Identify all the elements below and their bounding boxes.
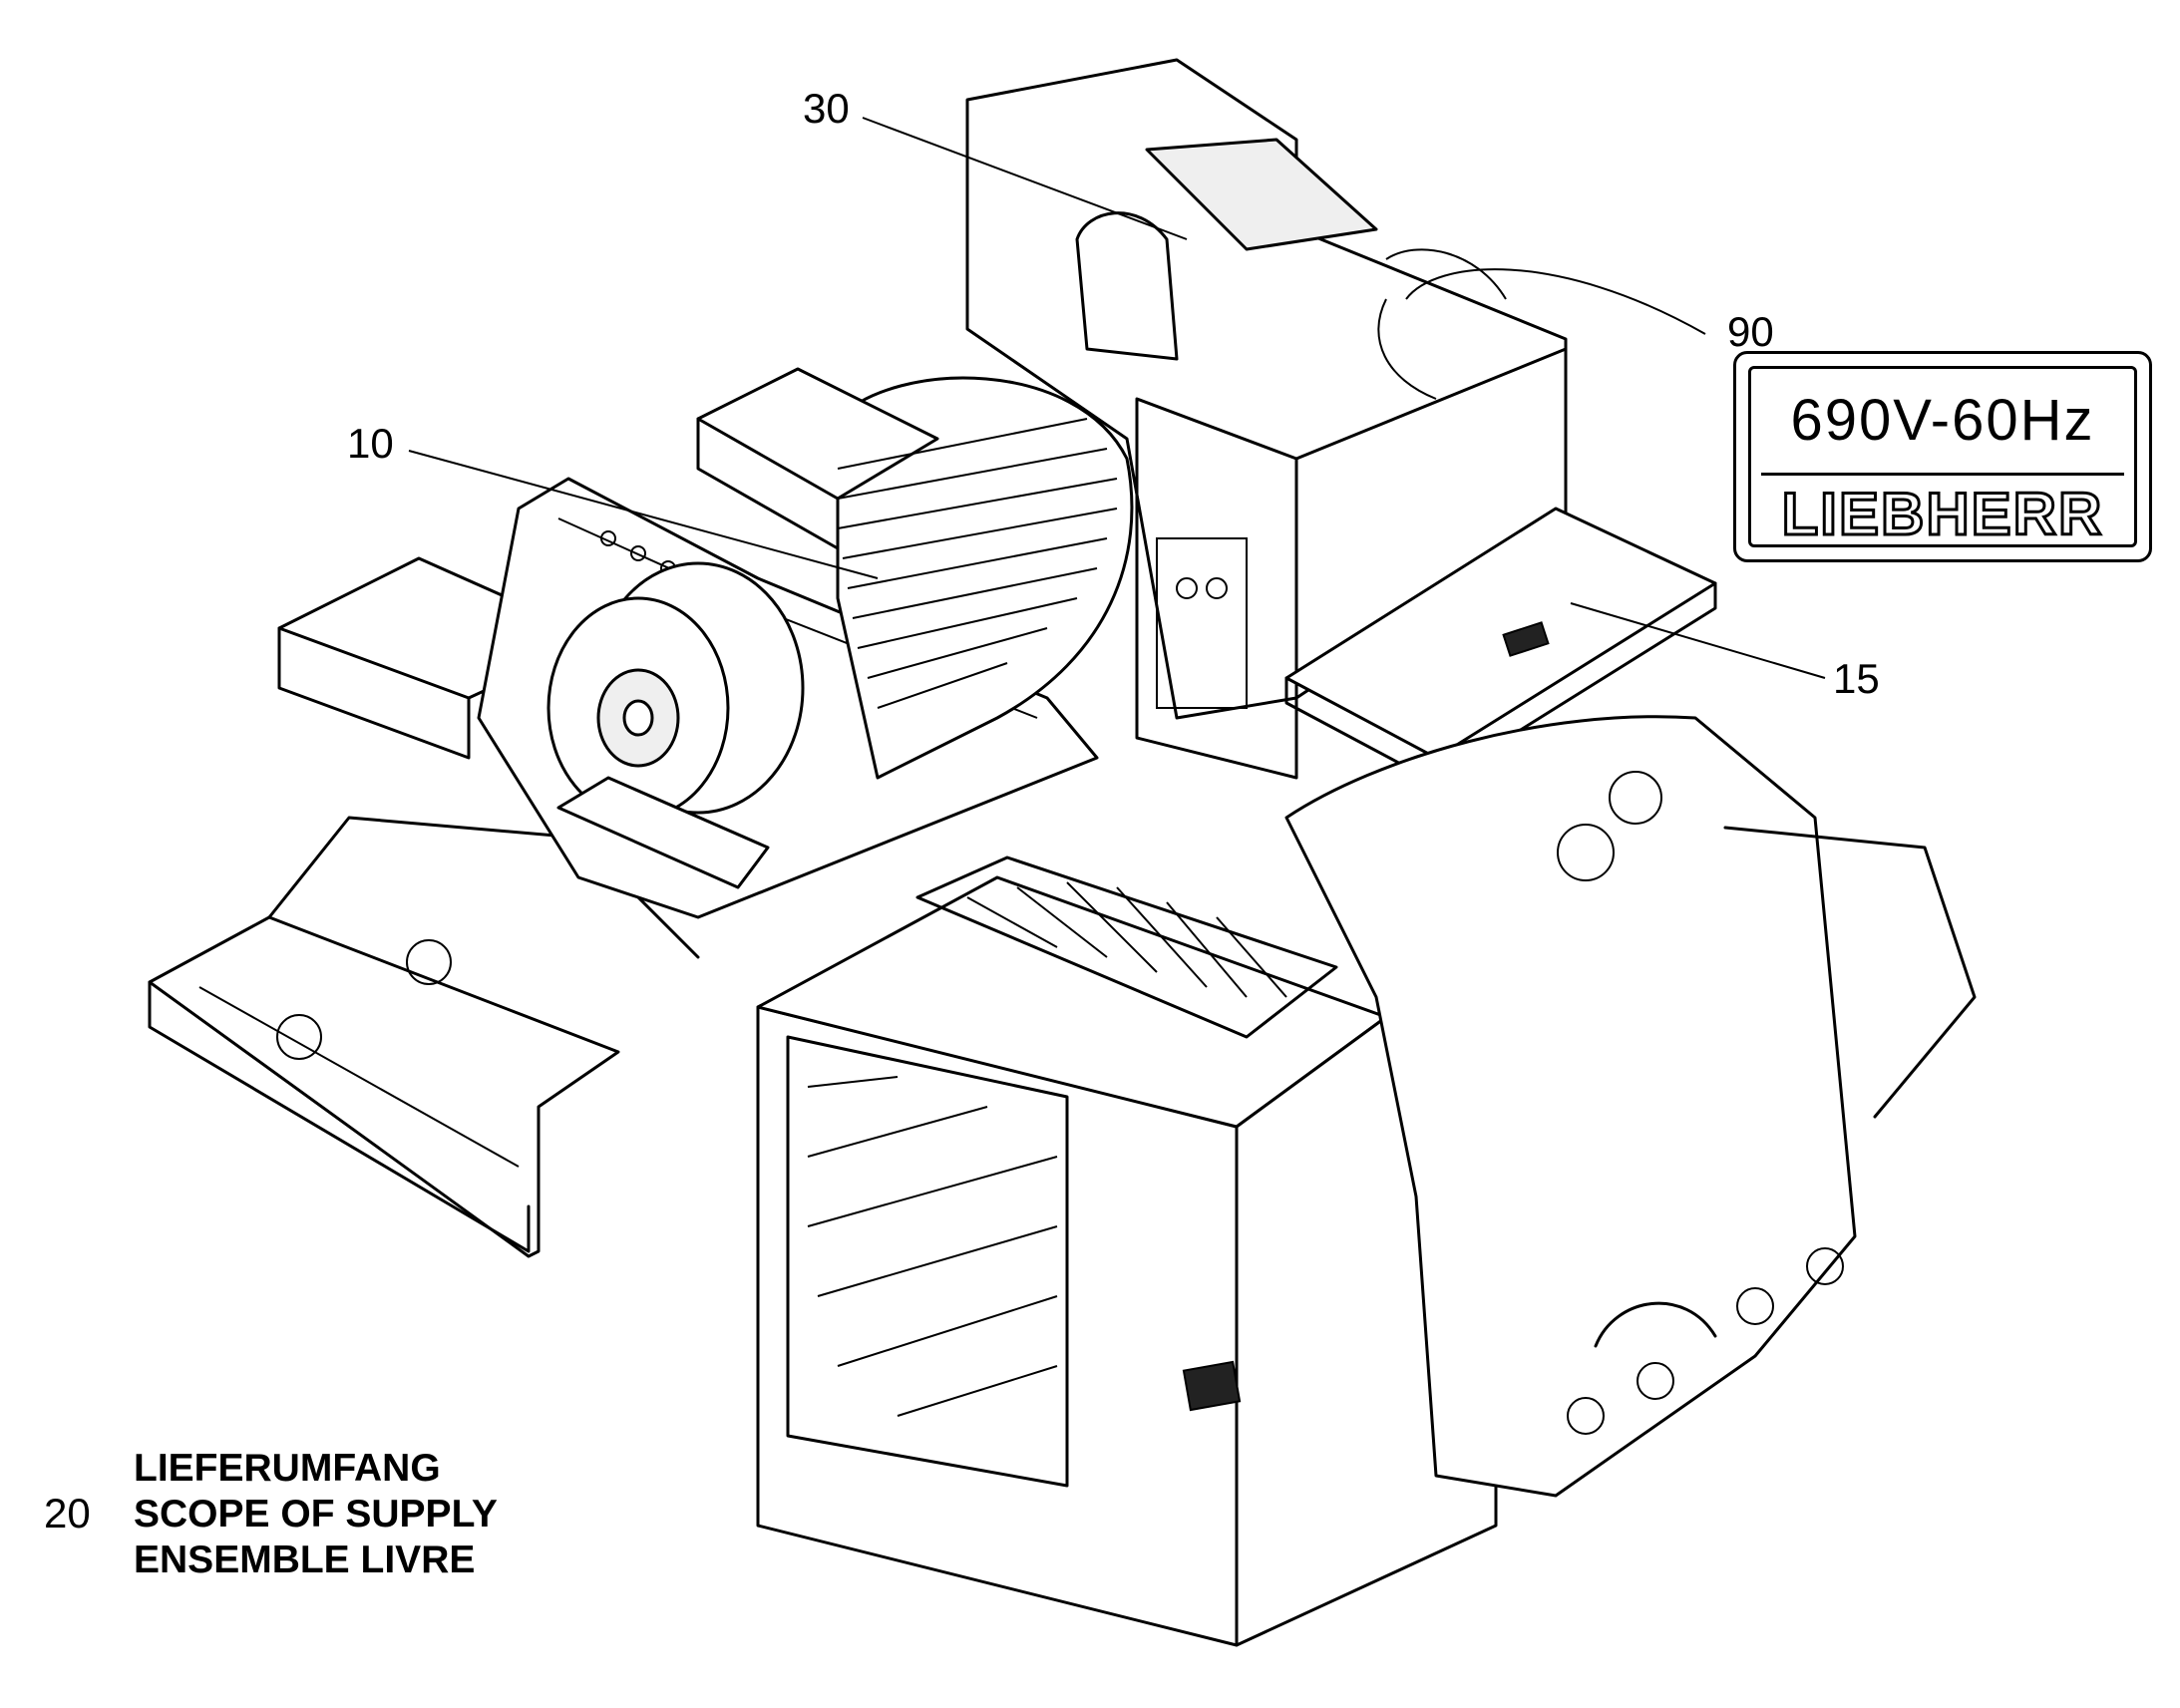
leader-lines xyxy=(408,117,1826,679)
control-cabinet xyxy=(965,58,1568,780)
rating-plate: 690V-60Hz LIEBHERR xyxy=(1733,351,2152,562)
cover-plate xyxy=(1284,507,1717,785)
leader-15 xyxy=(1570,602,1826,679)
scope-item-number: 20 xyxy=(44,1490,91,1537)
leader-90 xyxy=(1405,268,1706,335)
plate-brand-text: LIEBHERR xyxy=(1780,481,2104,547)
base-frame xyxy=(148,556,700,1258)
plate-voltage: 690V-60Hz xyxy=(1790,388,2095,453)
callout-90: 90 xyxy=(1727,308,1774,355)
leader-10 xyxy=(408,450,879,579)
plate-brand-logo: LIEBHERR xyxy=(1765,481,2120,547)
leader-30 xyxy=(862,117,1188,240)
cooling-fins xyxy=(837,418,1118,709)
scope-line-english: SCOPE OF SUPPLY xyxy=(134,1493,498,1536)
leader-90-arrow xyxy=(1377,298,1437,400)
boom-frame xyxy=(1284,715,1977,1498)
plate-divider xyxy=(1761,473,2124,476)
rating-plate-border: 690V-60Hz LIEBHERR xyxy=(1748,366,2137,547)
callout-30: 30 xyxy=(803,85,850,132)
callout-10: 10 xyxy=(347,420,394,467)
top-grille-slots xyxy=(966,881,1287,998)
scope-line-german: LIEFERUMFANG xyxy=(134,1447,441,1490)
callout-15: 15 xyxy=(1833,655,1880,702)
front-grille-slots xyxy=(807,1076,1058,1417)
scope-of-supply-label: LIEFERUMFANG SCOPE OF SUPPLY ENSEMBLE LI… xyxy=(134,1446,498,1583)
electric-motor xyxy=(546,367,1134,889)
scope-line-french: ENSEMBLE LIVRE xyxy=(134,1538,476,1581)
